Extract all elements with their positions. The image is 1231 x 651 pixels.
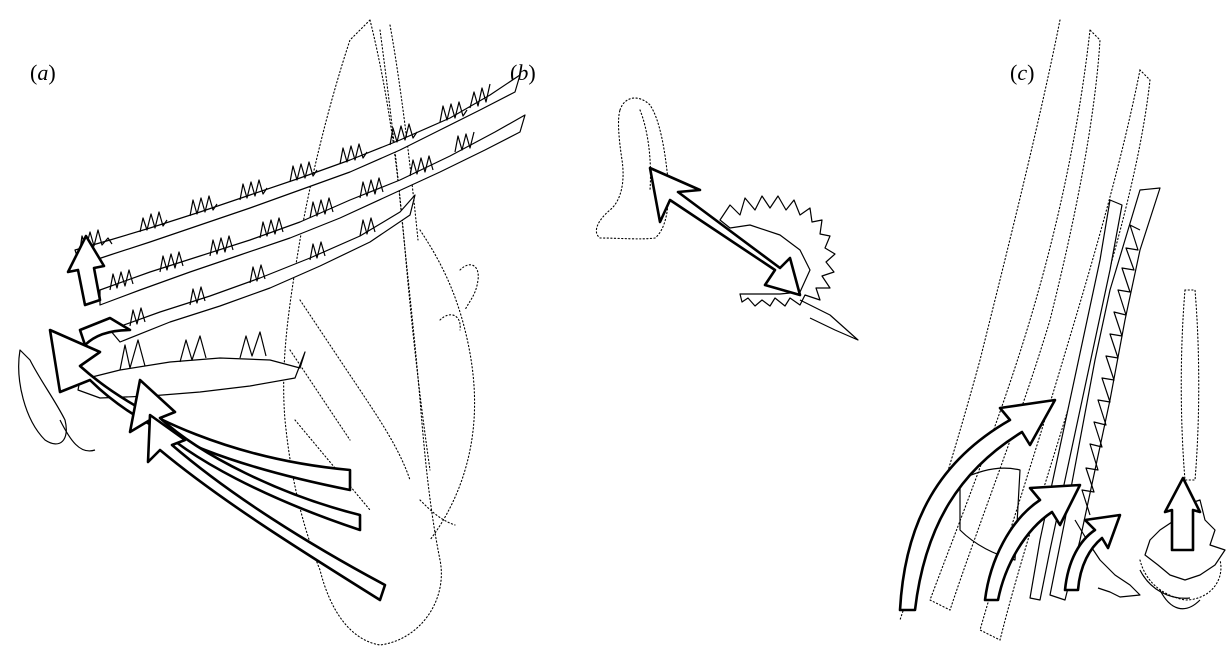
panel-b-dotted-outline <box>596 98 668 239</box>
panel-a-frond-lower <box>110 195 415 342</box>
panel-a-frond-middle <box>100 115 525 305</box>
panel-c-arrows <box>900 400 1200 610</box>
panel-a-frond-upper <box>75 75 520 265</box>
panel-a-drawing <box>19 20 525 645</box>
panel-c-drawing <box>900 20 1225 640</box>
panel-b-drawing <box>596 98 858 340</box>
